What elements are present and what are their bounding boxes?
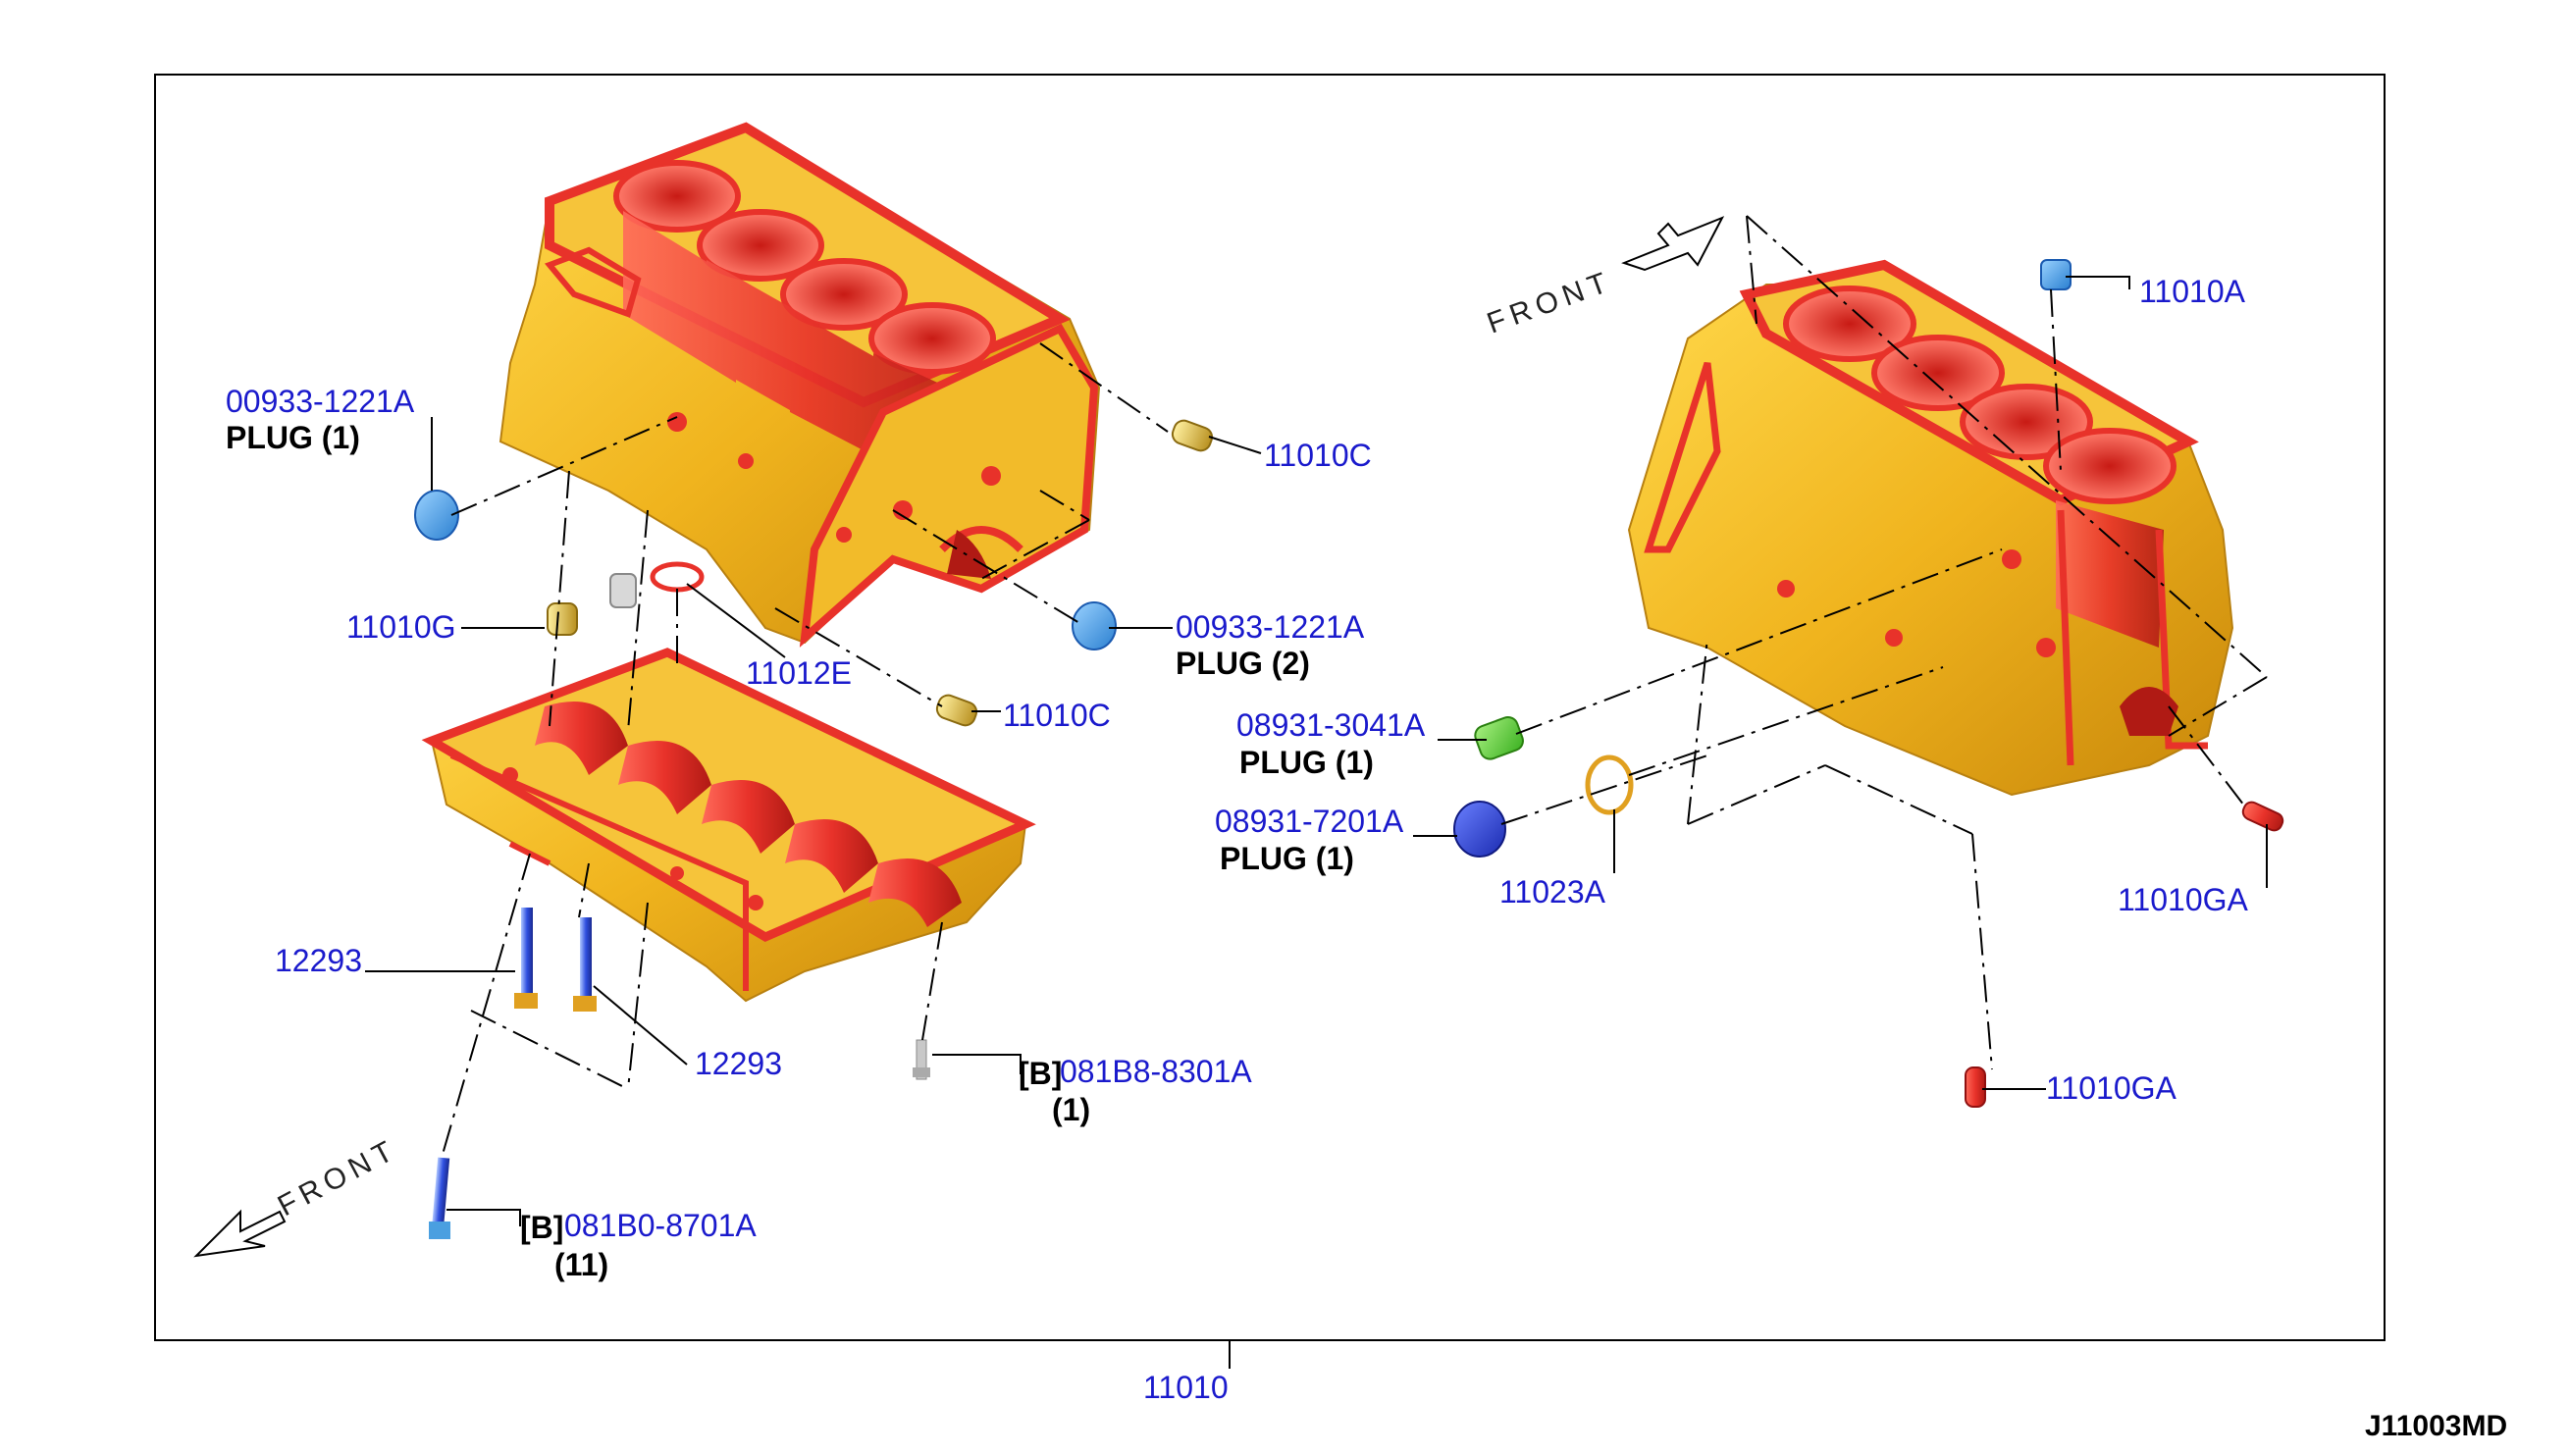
part-description: PLUG (2) (1176, 646, 1310, 681)
callout-dowel-bottom[interactable]: 11010C (1003, 698, 1111, 733)
part-number: 11010C (1264, 438, 1372, 473)
part-number: 11010C (1003, 698, 1111, 733)
sleeve-white[interactable] (609, 573, 637, 608)
part-number: 11012E (746, 655, 852, 691)
callout-plug-navy[interactable]: 08931-7201A PLUG (1) (1215, 804, 1404, 876)
dowel-11010g[interactable] (547, 602, 578, 636)
callout-pin-ga-lower[interactable]: 11010GA (2046, 1070, 2177, 1106)
front-arrow-left: FRONT (193, 1132, 403, 1258)
callout-plug-green[interactable]: 08931-3041A PLUG (1) (1236, 707, 1426, 780)
part-number: 11023A (1499, 874, 1606, 910)
lower-crankcase-left[interactable] (421, 648, 1036, 1003)
part-number: 00933-1221A (226, 384, 415, 419)
diagram-frame (154, 74, 2386, 1341)
callout-bolt-b-long[interactable]: [B] 081B0-8701A (11) (520, 1208, 757, 1282)
part-number: 081B8-8301A (1060, 1054, 1252, 1089)
part-quantity: (11) (554, 1247, 608, 1282)
front-arrow-right: FRONT (1483, 216, 1725, 340)
svg-text:FRONT: FRONT (1483, 265, 1617, 340)
callout-main-part[interactable]: 11010 (1143, 1370, 1229, 1405)
plug-blue-right[interactable] (1072, 601, 1117, 650)
bolt-081b0[interactable] (429, 1157, 450, 1239)
cylinder-block-right[interactable] (1627, 259, 2234, 797)
dowel-11010c-top[interactable] (1170, 418, 1215, 453)
callout-oring-e[interactable]: 11012E (746, 655, 852, 691)
part-number: 11010GA (2046, 1070, 2177, 1106)
upper-cylinder-block-left[interactable] (498, 122, 1101, 648)
part-number: 11010GA (2118, 882, 2249, 917)
callout-bolt-right[interactable]: 12293 (695, 1046, 782, 1081)
callout-dowel-top[interactable]: 11010C (1264, 438, 1372, 473)
bolt-12293-left[interactable] (514, 908, 538, 1009)
part-quantity: (1) (1052, 1092, 1090, 1127)
part-number: 11010G (346, 609, 456, 645)
plug-navy[interactable] (1453, 801, 1506, 858)
pin-11010ga-upper[interactable] (2240, 800, 2285, 833)
callout-bolt-b-small[interactable]: [B] 081B8-8301A (1) (1019, 1054, 1252, 1127)
part-number: 08931-7201A (1215, 804, 1404, 839)
part-number: 00933-1221A (1176, 609, 1365, 645)
pin-11010ga-lower[interactable] (1965, 1066, 1986, 1108)
part-prefix: [B] (520, 1210, 563, 1245)
oring-11023a[interactable] (1585, 754, 1634, 815)
bolt-12293-right[interactable] (573, 917, 597, 1012)
callout-sleeve-a[interactable]: 11010A (2139, 274, 2246, 309)
oring-11012e[interactable] (650, 561, 705, 593)
callout-bolt-left[interactable]: 12293 (275, 943, 362, 978)
callout-pin-ga-upper[interactable]: 11010GA (2118, 882, 2249, 917)
part-description: PLUG (1) (1220, 841, 1354, 876)
part-description: PLUG (1) (1239, 745, 1374, 780)
callout-dowel-g[interactable]: 11010G (346, 609, 456, 645)
part-number: 12293 (275, 943, 362, 978)
centerlines (441, 215, 2268, 1159)
plug-green[interactable] (1473, 714, 1526, 761)
part-number: 081B0-8701A (564, 1208, 757, 1243)
bolt-081b8[interactable] (913, 1039, 930, 1080)
callout-plug-right-front[interactable]: 00933-1221A PLUG (2) (1176, 609, 1365, 681)
diagram-code: J11003MD (2365, 1410, 2507, 1442)
part-number: 12293 (695, 1046, 782, 1081)
plug-blue-upper[interactable] (414, 490, 459, 541)
sleeve-11010a[interactable] (2040, 259, 2072, 290)
part-number: 11010 (1143, 1370, 1229, 1405)
svg-text:FRONT: FRONT (273, 1132, 403, 1222)
callout-oring-a[interactable]: 11023A (1499, 874, 1606, 910)
part-description: PLUG (1) (226, 420, 360, 455)
part-prefix: [B] (1019, 1056, 1062, 1091)
part-number: 11010A (2139, 274, 2246, 309)
callout-plug-upper-left[interactable]: 00933-1221A PLUG (1) (226, 384, 415, 455)
part-number: 08931-3041A (1236, 707, 1426, 743)
leader-lines (365, 276, 2268, 1369)
